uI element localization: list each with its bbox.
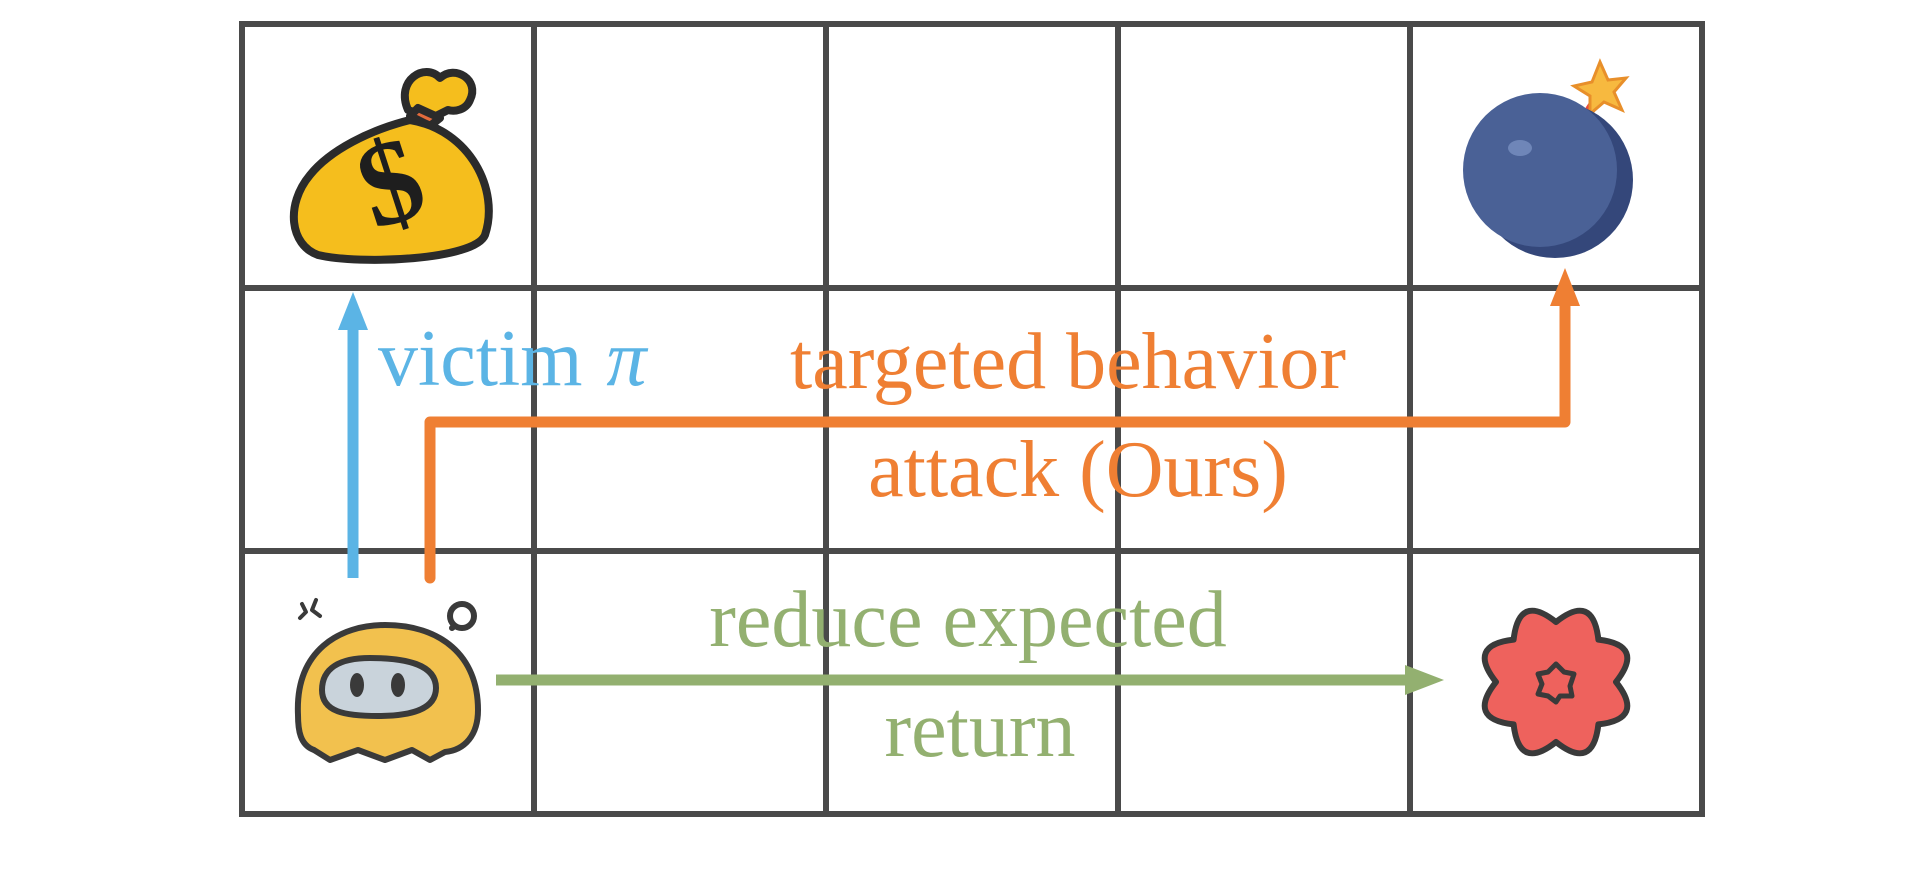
victim-arrow-head (338, 292, 368, 330)
victim-arrow (338, 292, 368, 578)
grid-border (239, 21, 1705, 817)
reduce-label-line2: return (884, 686, 1075, 774)
targeted-arrow-path (424, 294, 1571, 584)
victim-label-text: victim (378, 315, 582, 403)
bomb-icon (1463, 58, 1633, 258)
targeted-label-line2: attack (Ours) (868, 426, 1288, 514)
reduce-arrow-head (1405, 665, 1444, 695)
reduce-label-line1: reduce expected (709, 576, 1226, 664)
robot-agent-icon (294, 598, 481, 763)
flower-icon (1481, 607, 1631, 757)
targeted-arrow-head (1550, 268, 1580, 306)
flower-center (1535, 661, 1577, 705)
money-bag-icon: $ (289, 68, 493, 264)
victim-pi-symbol: π (606, 315, 648, 403)
reduce-return-arrow (496, 665, 1444, 695)
targeted-label-line1: targeted behavior (790, 318, 1346, 406)
targeted-attack-arrow (424, 268, 1580, 584)
